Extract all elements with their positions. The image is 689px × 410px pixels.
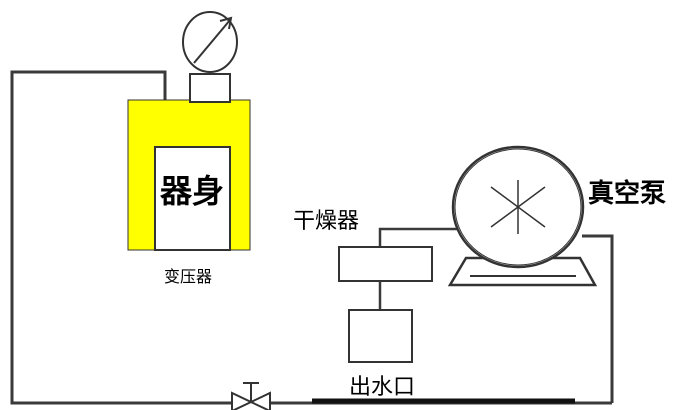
vacuum-pump-icon <box>447 145 598 287</box>
pressure-gauge-icon <box>182 11 238 73</box>
core-body-box <box>154 146 231 251</box>
water-outlet-label: 出水口 <box>349 375 415 400</box>
water-tank-box <box>348 309 413 363</box>
gauge-neck <box>189 73 231 103</box>
transformer-tank: 器身 <box>127 99 251 251</box>
core-body-label: 器身 <box>159 172 224 210</box>
dryer-box <box>338 246 433 282</box>
left-pipe <box>10 70 232 405</box>
dryer-label: 干燥器 <box>293 209 359 234</box>
transformer-label: 变压器 <box>164 267 212 286</box>
valve-icon <box>231 382 271 410</box>
right-pipe <box>582 234 614 403</box>
vacuum-pump-label: 真空泵 <box>588 178 666 209</box>
dryer-to-pump-pipe <box>378 227 458 247</box>
